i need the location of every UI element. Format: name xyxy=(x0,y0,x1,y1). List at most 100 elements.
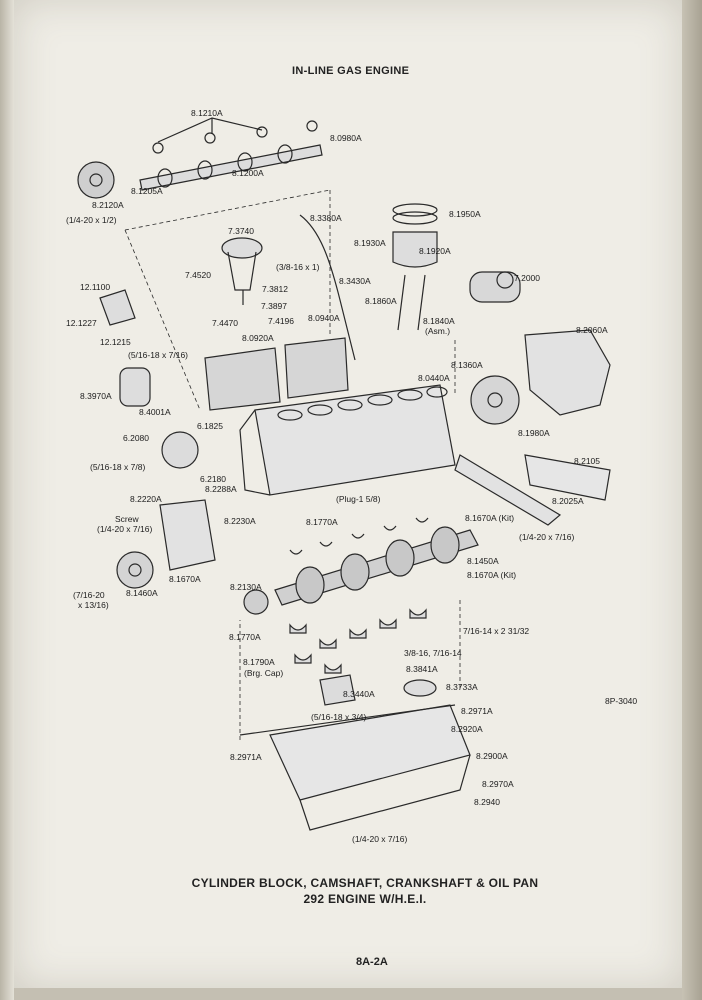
callout-label: 8.3380A xyxy=(310,213,342,223)
callout-label: 8.2105 xyxy=(574,456,600,466)
oil-pump-drawing xyxy=(319,674,356,706)
pushrod-cover-right xyxy=(284,337,349,399)
piston-drawing xyxy=(392,203,438,331)
callout-label: 7/16-14 x 2 31/32 xyxy=(463,626,530,636)
callout-label: (1/4-20 x 7/16) xyxy=(352,834,408,844)
callout-label: (1/4-20 x 7/16) xyxy=(97,524,153,534)
callout-label: 8.0440A xyxy=(418,373,450,383)
callout-label: 8.2120A xyxy=(92,200,124,210)
callout-label: (7/16-20 xyxy=(73,590,105,600)
callout-label: 8.1840A xyxy=(423,316,455,326)
callout-label: 8.3841A xyxy=(406,664,438,674)
callout-label: 8.2130A xyxy=(230,582,262,592)
fuel-pump-drawing xyxy=(99,289,136,326)
callout-label: (Plug-1 5/8) xyxy=(336,494,381,504)
callout-label: 8.3970A xyxy=(80,391,112,401)
callout-label: (5/16-18 x 7/8) xyxy=(90,462,146,472)
callout-label: 8.3440A xyxy=(343,689,375,699)
adjacent-page-edge xyxy=(0,0,14,1000)
cam-gear-drawing xyxy=(77,161,115,199)
camshaft-drawing xyxy=(139,144,323,191)
callout-label: (Brg. Cap) xyxy=(244,668,284,678)
page-number: 8A-2A xyxy=(356,956,388,968)
callout-label: 8.2220A xyxy=(130,494,162,504)
starter-drawing xyxy=(469,271,521,303)
callout-label: 8.1460A xyxy=(126,588,158,598)
callout-label: 7.2000 xyxy=(514,273,540,283)
callout-label: 12.1215 xyxy=(100,337,131,347)
callout-label: 8.1360A xyxy=(451,360,483,370)
callout-label: 8.1790A xyxy=(243,657,275,667)
callout-label: 8.1450A xyxy=(467,556,499,566)
figure-id: 8P-3040 xyxy=(605,696,638,706)
callout-label: 6.2080 xyxy=(123,433,149,443)
callout-label: 7.4470 xyxy=(212,318,238,328)
callout-label: 7.3897 xyxy=(261,301,287,311)
callout-label: 8.2970A xyxy=(482,779,514,789)
oil-filter-drawing xyxy=(119,367,151,407)
water-pump-drawing xyxy=(161,431,199,469)
callout-label: 7.4520 xyxy=(185,270,211,280)
callout-label: 8.2920A xyxy=(451,724,483,734)
callout-label: 6.2180 xyxy=(200,474,226,484)
callout-label: (5/16-18 x 7/16) xyxy=(128,350,189,360)
callout-label: 8.2060A xyxy=(576,325,608,335)
callout-label: 8.1670A (Kit) xyxy=(465,513,515,523)
callout-label: 8.1200A xyxy=(232,168,264,178)
callout-label: 8.1980A xyxy=(518,428,550,438)
flywheel-cover-drawing xyxy=(524,329,611,416)
rear-seal-retainer-drawing xyxy=(454,454,562,526)
timing-cover-drawing xyxy=(159,499,216,571)
callout-label: 8.2230A xyxy=(224,516,256,526)
callout-label: 8.1860A xyxy=(365,296,397,306)
callout-label: 3/8-16, 7/16-14 xyxy=(404,648,462,658)
callout-label: 8.0940A xyxy=(308,313,340,323)
callout-label: 12.1227 xyxy=(66,318,97,328)
callout-label: 8.1210A xyxy=(191,108,223,118)
callout-label: 8.1950A xyxy=(449,209,481,219)
callout-label: 6.1825 xyxy=(197,421,223,431)
page-stack-edge xyxy=(682,0,702,1000)
callout-label: 8.4001A xyxy=(139,407,171,417)
callout-label: 8.0920A xyxy=(242,333,274,343)
callout-label: 8.2971A xyxy=(230,752,262,762)
manual-page xyxy=(14,0,682,988)
callout-label: (3/8-16 x 1) xyxy=(276,262,320,272)
callout-label: (5/16-18 x 3/4) xyxy=(311,712,367,722)
main-bearing-caps xyxy=(289,608,427,674)
oil-pan-drawing xyxy=(239,704,471,831)
page-header-title: IN-LINE GAS ENGINE xyxy=(292,65,410,77)
harmonic-balancer-drawing xyxy=(116,551,154,589)
callout-label: 7.3740 xyxy=(228,226,254,236)
cylinder-block-drawing xyxy=(239,384,456,496)
callout-label: 8.2971A xyxy=(461,706,493,716)
callout-label: 8.1670A (Kit) xyxy=(467,570,517,580)
callout-label: 8.1670A xyxy=(169,574,201,584)
callout-label: 8.1770A xyxy=(229,632,261,642)
flywheel-drawing xyxy=(470,375,520,425)
callout-label: x 13/16) xyxy=(78,600,109,610)
pushrod-cover-left xyxy=(204,347,281,411)
callout-label: 8.2025A xyxy=(552,496,584,506)
callout-label: (1/4-20 x 1/2) xyxy=(66,215,117,225)
callout-label: 12.1100 xyxy=(80,282,111,292)
callout-label: 8.3733A xyxy=(446,682,478,692)
callout-label: 8.3430A xyxy=(339,276,371,286)
callout-label: 8.0980A xyxy=(330,133,362,143)
callout-label: 8.2288A xyxy=(205,484,237,494)
figure-caption-line2: 292 ENGINE W/H.E.I. xyxy=(303,892,427,906)
callout-label: Screw xyxy=(115,514,139,524)
callout-label: 8.1920A xyxy=(419,246,451,256)
crankshaft-drawing xyxy=(274,526,479,606)
callout-label: (1/4-20 x 7/16) xyxy=(519,532,575,542)
figure-caption-line1: CYLINDER BLOCK, CAMSHAFT, CRANKSHAFT & O… xyxy=(191,876,539,890)
callout-label: 8.1770A xyxy=(306,517,338,527)
callout-label: 7.3812 xyxy=(262,284,288,294)
callout-label: 7.4196 xyxy=(268,316,294,326)
callout-label: 8.1205A xyxy=(131,186,163,196)
page-bottom-edge xyxy=(14,988,682,1000)
callout-label: 8.1930A xyxy=(354,238,386,248)
upper-bearings xyxy=(289,517,429,555)
distributor-drawing xyxy=(221,237,263,305)
